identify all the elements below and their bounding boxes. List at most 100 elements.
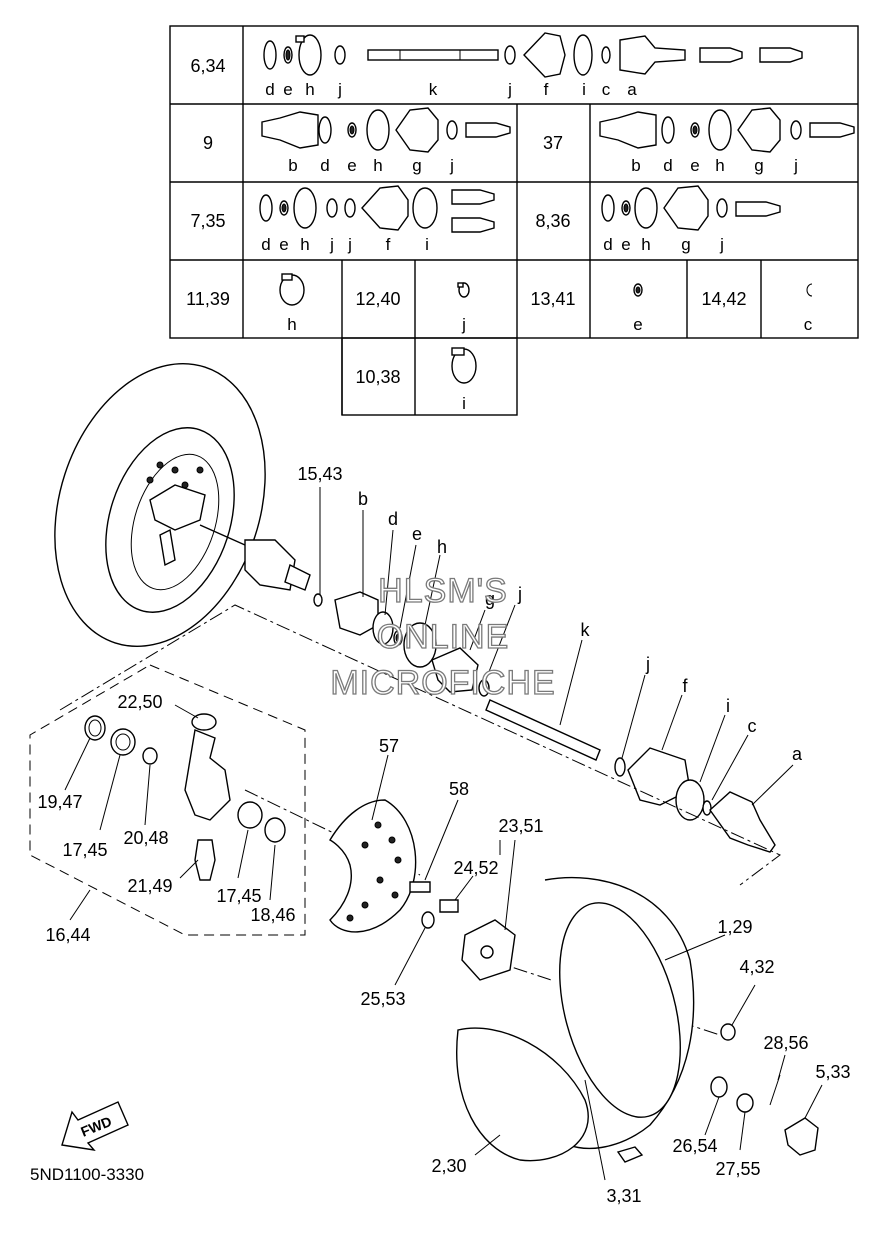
part-letter: j: [793, 156, 798, 175]
kit-label: 14,42: [701, 289, 746, 309]
hub-assembly: [409, 881, 516, 981]
part-letter: b: [631, 156, 640, 175]
callout-label: 22,50: [117, 692, 162, 712]
watermark-line: HLSM'S: [378, 572, 508, 610]
part-letter: b: [288, 156, 297, 175]
part-letter: e: [347, 156, 356, 175]
part-letter: d: [663, 156, 672, 175]
callout-label: d: [388, 509, 398, 529]
part-letter: h: [287, 315, 296, 334]
leader-lines: [64, 487, 823, 1181]
callout-label: 24,52: [453, 858, 498, 878]
callout-label: 19,47: [37, 792, 82, 812]
part-letter: h: [373, 156, 382, 175]
drive-shaft-assembly: [199, 524, 776, 853]
kit-row-7-35-parts: [259, 185, 781, 233]
part-letter: h: [715, 156, 724, 175]
brake-disc: [329, 799, 417, 933]
callout-label: c: [748, 716, 757, 736]
callout-label: h: [437, 537, 447, 557]
part-letter: j: [329, 235, 334, 254]
callout-label: 25,53: [360, 989, 405, 1009]
part-letter: d: [320, 156, 329, 175]
kit-label: 11,39: [186, 289, 230, 309]
part-letter: f: [544, 80, 549, 99]
watermark-line: ONLINE: [377, 618, 510, 656]
callout-label: 27,55: [715, 1159, 760, 1179]
part-letter: e: [690, 156, 699, 175]
callout-label: e: [412, 524, 422, 544]
callout-label: 57: [379, 736, 399, 756]
part-letter: j: [507, 80, 512, 99]
callout-label: 26,54: [672, 1136, 717, 1156]
fwd-arrow-icon: FWD: [61, 1101, 129, 1151]
part-letter: e: [633, 315, 642, 334]
part-letter: g: [754, 156, 763, 175]
kit-label: 12,40: [355, 289, 400, 309]
part-letter: i: [425, 235, 429, 254]
part-letter: f: [386, 235, 391, 254]
callout-label: j: [645, 654, 650, 674]
callout-label: 28,56: [763, 1033, 808, 1053]
callout-label: 3,31: [606, 1186, 641, 1206]
knuckle-assembly: [84, 713, 286, 881]
callout-label: a: [792, 744, 803, 764]
watermark-line: MICROFICHE: [330, 664, 555, 702]
kit-label: 13,41: [530, 289, 575, 309]
tire-assembly: [54, 362, 266, 648]
callout-label: f: [682, 676, 688, 696]
callout-label: 18,46: [250, 905, 295, 925]
callout-label: i: [726, 696, 730, 716]
callout-label: 21,49: [127, 876, 172, 896]
part-letter: e: [283, 80, 292, 99]
callout-label: 2,30: [431, 1156, 466, 1176]
part-letter: c: [602, 80, 611, 99]
callout-label: j: [517, 584, 522, 604]
part-letter: d: [603, 235, 612, 254]
drawing-code: 5ND1100-3330: [30, 1165, 144, 1184]
part-letter: g: [681, 235, 690, 254]
part-letter: g: [412, 156, 421, 175]
kit-row-9-parts: [261, 107, 855, 153]
part-letter: e: [621, 235, 630, 254]
callout-label: 4,32: [739, 957, 774, 977]
callout-label: k: [581, 620, 591, 640]
callout-label: 17,45: [216, 886, 261, 906]
kit-label: 9: [203, 133, 213, 153]
kit-table: [169, 25, 859, 416]
callout-label: 16,44: [45, 925, 90, 945]
kit-label: 8,36: [535, 211, 570, 231]
part-letter: i: [582, 80, 586, 99]
part-letter: j: [449, 156, 454, 175]
part-letter: d: [265, 80, 274, 99]
callout-label: 20,48: [123, 828, 168, 848]
part-letter: i: [462, 394, 466, 413]
part-letter: h: [641, 235, 650, 254]
kit-label: 37: [543, 133, 563, 153]
part-letter: c: [804, 315, 813, 334]
kit-label: 10,38: [355, 367, 400, 387]
callout-label: 5,33: [815, 1062, 850, 1082]
part-letter: a: [627, 80, 637, 99]
callout-label: 15,43: [297, 464, 342, 484]
part-letter: j: [461, 315, 466, 334]
callout-label: b: [358, 489, 368, 509]
part-letter: j: [719, 235, 724, 254]
wheel-assembly: [456, 876, 819, 1163]
part-letter: k: [429, 80, 438, 99]
kit-row-6-34-parts: [263, 32, 803, 78]
callout-label: 23,51: [498, 816, 543, 836]
callout-label: g: [485, 589, 495, 609]
part-letter: j: [347, 235, 352, 254]
part-letter: j: [337, 80, 342, 99]
callout-label: 58: [449, 779, 469, 799]
part-letter: h: [305, 80, 314, 99]
kit-row-4-parts: [279, 273, 813, 384]
callout-label: 17,45: [62, 840, 107, 860]
callout-label: 1,29: [717, 917, 752, 937]
part-letter: d: [261, 235, 270, 254]
kit-label: 7,35: [190, 211, 225, 231]
part-letter: e: [279, 235, 288, 254]
kit-label: 6,34: [190, 56, 225, 76]
